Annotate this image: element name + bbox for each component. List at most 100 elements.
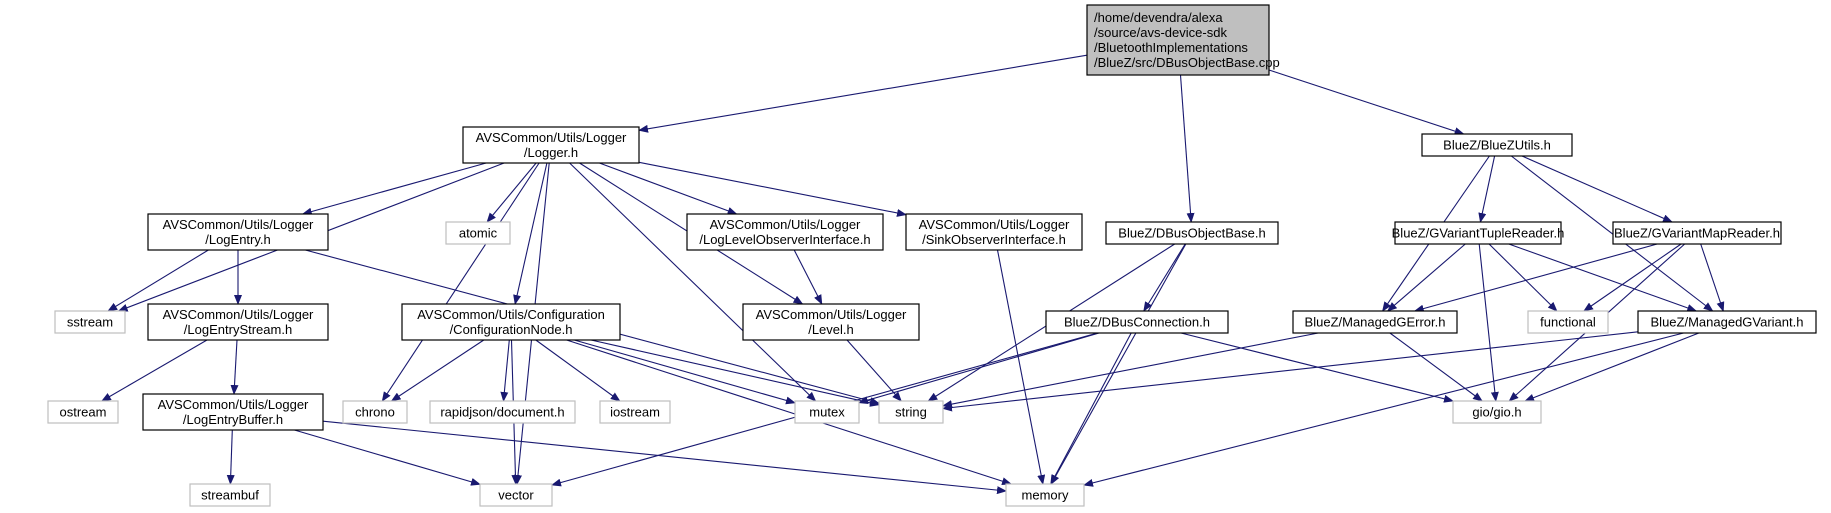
node-label-logentrybuffer-line-1: /LogEntryBuffer.h — [183, 412, 283, 427]
edge-level-to-string — [846, 339, 902, 402]
node-label-root-line-2: /BluetoothImplementations — [1094, 40, 1248, 55]
node-box-mutex — [794, 400, 860, 424]
node-logentrybuffer[interactable]: AVSCommon/Utils/Logger/LogEntryBuffer.h — [142, 393, 324, 431]
node-label-level-line-0: AVSCommon/Utils/Logger — [756, 307, 907, 322]
node-streambuf: streambuf — [189, 483, 271, 507]
edge-gvarianttuplereader-to-managedgerror — [1386, 243, 1466, 312]
node-box-logger — [462, 126, 640, 164]
node-vector: vector — [479, 483, 553, 507]
edge-loglevelobserver-to-level — [793, 249, 823, 305]
edge-managedgvariant-to-giogio — [1524, 332, 1700, 402]
edge-gvarianttuplereader-to-giogio — [1478, 243, 1499, 402]
node-box-rapidjson — [429, 400, 576, 424]
node-box-managedgvariant — [1637, 310, 1817, 334]
node-box-vector — [479, 483, 553, 507]
edge-managedgvariant-to-string — [942, 331, 1639, 412]
edge-gvarianttuplereader-to-functional — [1488, 243, 1558, 312]
node-box-string — [878, 400, 944, 424]
node-label-dbusobjectbase-line-0: BlueZ/DBusObjectBase.h — [1118, 226, 1265, 241]
node-box-sinkobserver — [905, 213, 1083, 251]
node-label-loglevelobserver-line-0: AVSCommon/Utils/Logger — [710, 217, 861, 232]
edge-configurationnode-to-chrono — [390, 339, 485, 402]
node-rapidjson: rapidjson/document.h — [429, 400, 576, 424]
node-sinkobserver[interactable]: AVSCommon/Utils/Logger/SinkObserverInter… — [905, 213, 1083, 251]
node-label-iostream-line-0: iostream — [610, 405, 660, 420]
edge-dbusconnection-to-memory — [1050, 332, 1132, 485]
node-dbusobjectbase[interactable]: BlueZ/DBusObjectBase.h — [1105, 221, 1279, 245]
node-root[interactable]: /home/devendra/alexa/source/avs-device-s… — [1086, 4, 1280, 76]
node-label-chrono-line-0: chrono — [355, 405, 395, 420]
node-box-logentry — [147, 213, 329, 251]
edge-logentrybuffer-to-vector — [294, 429, 481, 486]
edge-logger-to-loglevelobserver — [599, 162, 738, 215]
node-label-managedgerror-line-0: BlueZ/ManagedGError.h — [1305, 315, 1446, 330]
node-managedgvariant[interactable]: BlueZ/ManagedGVariant.h — [1637, 310, 1817, 334]
edges-layer — [101, 54, 1725, 495]
edge-gvariantmapreader-to-managedgvariant — [1700, 243, 1725, 312]
edge-managedgvariant-to-memory — [1083, 332, 1684, 487]
node-dbusconnection[interactable]: BlueZ/DBusConnection.h — [1045, 310, 1229, 334]
node-atomic: atomic — [445, 221, 511, 245]
edge-logger-to-sinkobserver — [638, 161, 907, 217]
node-logger[interactable]: AVSCommon/Utils/Logger/Logger.h — [462, 126, 640, 164]
node-gvariantmapreader[interactable]: BlueZ/GVariantMapReader.h — [1612, 221, 1782, 245]
node-level[interactable]: AVSCommon/Utils/Logger/Level.h — [742, 303, 920, 341]
node-label-root-line-1: /source/avs-device-sdk — [1094, 25, 1227, 40]
node-box-root — [1086, 4, 1270, 76]
node-configurationnode[interactable]: AVSCommon/Utils/Configuration/Configurat… — [401, 303, 621, 341]
node-box-dbusconnection — [1045, 310, 1229, 334]
node-box-managedgerror — [1292, 310, 1458, 334]
edge-logger-to-atomic — [486, 162, 537, 223]
node-label-root-line-0: /home/devendra/alexa — [1094, 10, 1223, 25]
node-iostream: iostream — [599, 400, 671, 424]
node-box-loglevelobserver — [686, 213, 884, 251]
node-label-mutex-line-0: mutex — [809, 405, 845, 420]
edge-sinkobserver-to-memory — [996, 249, 1046, 485]
node-box-functional — [1527, 310, 1609, 334]
edge-root-to-logger — [638, 54, 1088, 133]
node-label-vector-line-0: vector — [498, 488, 534, 503]
edge-gvariantmapreader-to-functional — [1583, 243, 1682, 312]
node-bluezutils[interactable]: BlueZ/BlueZUtils.h — [1421, 133, 1573, 157]
edge-logentrystream-to-logentrybuffer — [230, 339, 239, 395]
edge-dbusobjectbase-to-memory — [1050, 243, 1187, 485]
node-gvarianttuplereader[interactable]: BlueZ/GVariantTupleReader.h — [1392, 221, 1565, 245]
edge-logger-to-chrono — [381, 162, 540, 402]
edge-logger-to-mutex — [569, 162, 817, 402]
edge-root-to-dbusobjectbase — [1179, 74, 1195, 223]
edge-dbusconnection-to-mutex — [858, 332, 1100, 405]
edge-configurationnode-to-memory — [566, 339, 1012, 486]
node-label-string-line-0: string — [895, 405, 927, 420]
node-mutex: mutex — [794, 400, 860, 424]
node-chrono: chrono — [342, 400, 408, 424]
node-label-logentrybuffer-line-0: AVSCommon/Utils/Logger — [158, 397, 309, 412]
node-label-loglevelobserver-line-1: /LogLevelObserverInterface.h — [699, 232, 870, 247]
node-functional: functional — [1527, 310, 1609, 334]
node-box-sstream — [54, 310, 126, 334]
node-box-level — [742, 303, 920, 341]
node-box-gvarianttuplereader — [1394, 221, 1562, 245]
node-label-configurationnode-line-1: /ConfigurationNode.h — [450, 322, 573, 337]
node-sstream: sstream — [54, 310, 126, 334]
node-box-memory — [1005, 483, 1085, 507]
edge-configurationnode-to-string — [590, 339, 880, 407]
node-label-atomic-line-0: atomic — [459, 226, 498, 241]
node-box-gvariantmapreader — [1612, 221, 1782, 245]
node-managedgerror[interactable]: BlueZ/ManagedGError.h — [1292, 310, 1458, 334]
edge-gvariantmapreader-to-managedgerror — [1413, 243, 1658, 313]
node-label-gvarianttuplereader-line-0: BlueZ/GVariantTupleReader.h — [1392, 226, 1565, 241]
node-box-logentrystream — [147, 303, 329, 341]
node-string: string — [878, 400, 944, 424]
node-label-gvariantmapreader-line-0: BlueZ/GVariantMapReader.h — [1614, 226, 1780, 241]
node-label-sstream-line-0: sstream — [67, 315, 113, 330]
node-label-configurationnode-line-0: AVSCommon/Utils/Configuration — [417, 307, 605, 322]
node-box-chrono — [342, 400, 408, 424]
node-logentry[interactable]: AVSCommon/Utils/Logger/LogEntry.h — [147, 213, 329, 251]
node-loglevelobserver[interactable]: AVSCommon/Utils/Logger/LogLevelObserverI… — [686, 213, 884, 251]
node-box-configurationnode — [401, 303, 621, 341]
node-logentrystream[interactable]: AVSCommon/Utils/Logger/LogEntryStream.h — [147, 303, 329, 341]
edge-logentrybuffer-to-memory — [322, 420, 1007, 495]
node-label-streambuf-line-0: streambuf — [201, 488, 259, 503]
node-label-logentry-line-0: AVSCommon/Utils/Logger — [163, 217, 314, 232]
node-label-root-line-3: /BlueZ/src/DBusObjectBase.cpp — [1094, 55, 1280, 70]
